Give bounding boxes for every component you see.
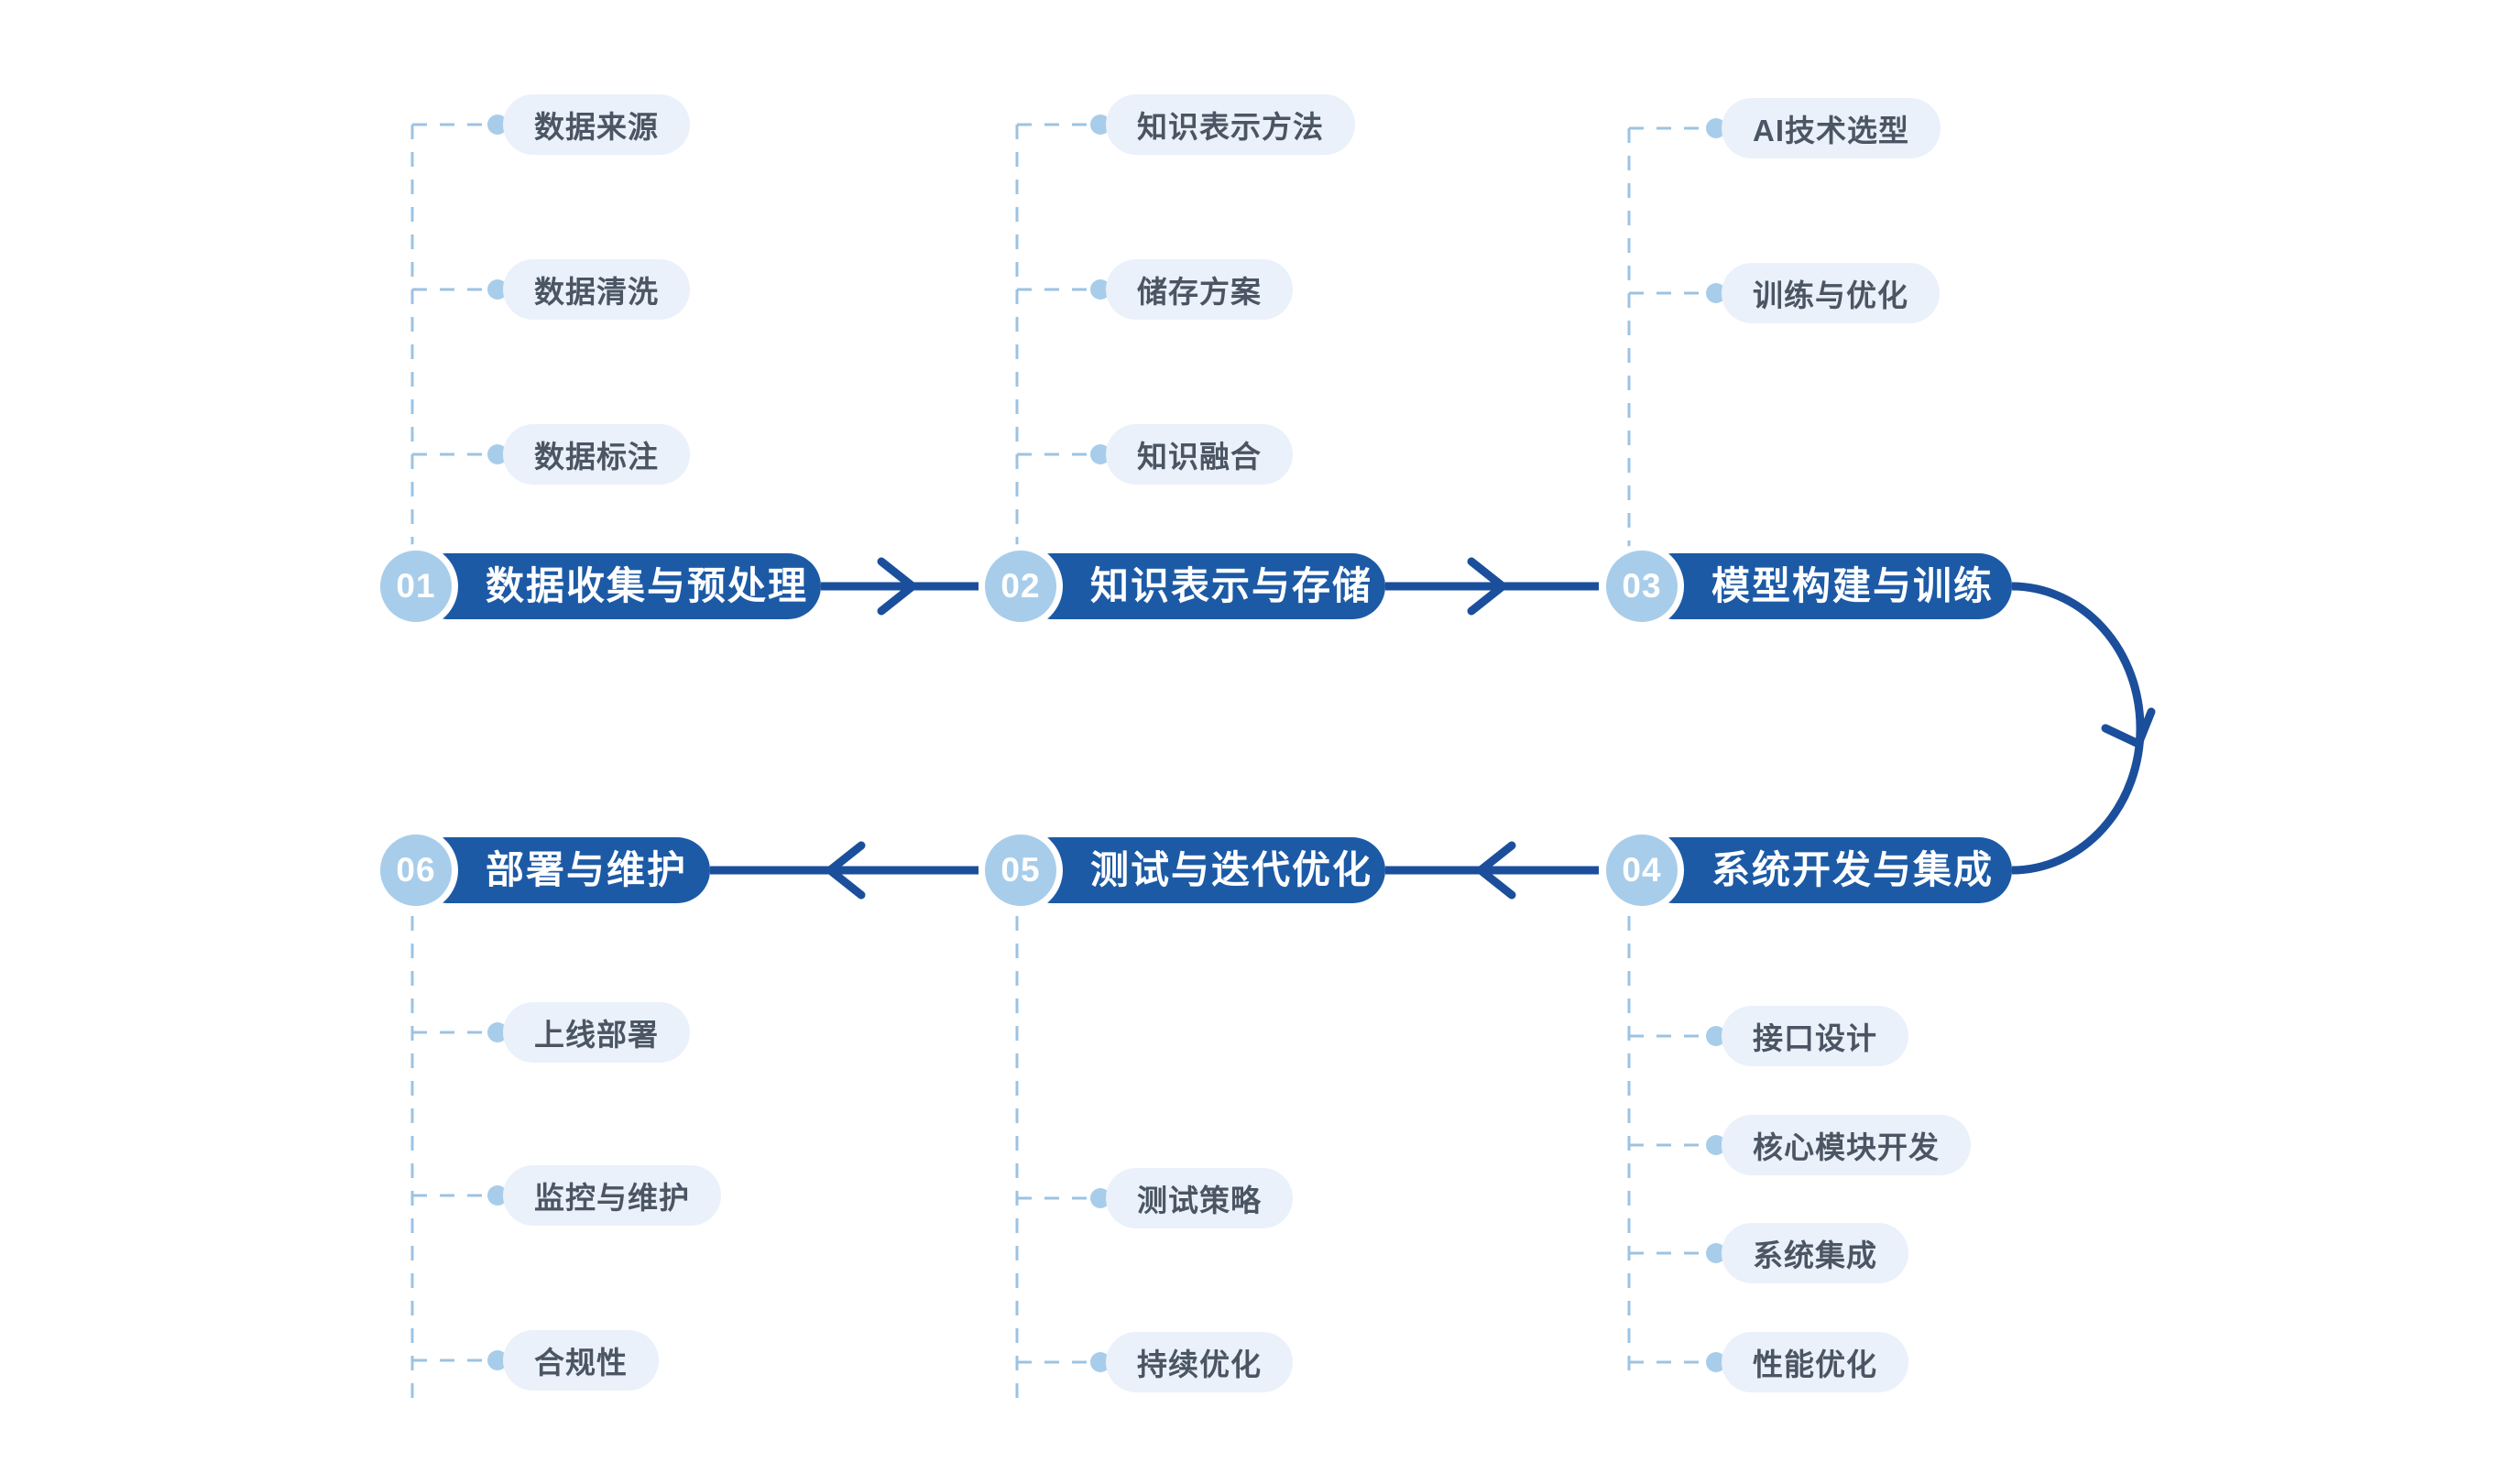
stage-number-badge: 01: [374, 544, 458, 628]
stage-number-badge: 02: [979, 544, 1063, 628]
sub-item-pill[interactable]: 数据来源: [503, 94, 690, 155]
sub-item-pill[interactable]: 储存方案: [1106, 259, 1293, 320]
sub-item-pill[interactable]: 监控与维护: [503, 1165, 721, 1226]
stage-number-badge: 06: [374, 828, 458, 912]
branch-dot: [487, 1022, 508, 1042]
sub-item-pill[interactable]: 合规性: [503, 1330, 659, 1391]
branch-dot: [1706, 1135, 1726, 1155]
stage-label: 模型构建与训练: [1711, 564, 1995, 607]
sub-item-pill[interactable]: 知识融合: [1106, 424, 1293, 485]
flow-arrowhead-02-03: [1467, 557, 1510, 616]
branch-dot: [1706, 1243, 1726, 1263]
branch-dot: [487, 444, 508, 464]
stage-bar-02[interactable]: 02 知识表示与存储: [979, 544, 1385, 628]
stage-label: 数据收集与预处理: [486, 564, 809, 607]
stage-number-badge: 05: [979, 828, 1063, 912]
sub-item-pill[interactable]: 性能优化: [1722, 1332, 1908, 1392]
stage-label: 系统开发与集成: [1711, 848, 1995, 891]
branch-dot: [1090, 115, 1110, 135]
sub-item-pill[interactable]: 系统集成: [1722, 1223, 1908, 1283]
stage-number-badge: 03: [1600, 544, 1684, 628]
stage-bar-01[interactable]: 01 数据收集与预处理: [374, 544, 821, 628]
branch-dot: [1090, 1352, 1110, 1372]
flow-arrowhead-01-02: [877, 557, 920, 616]
sub-item-pill[interactable]: 数据清洗: [503, 259, 690, 320]
sub-item-pill[interactable]: 持续优化: [1106, 1332, 1293, 1392]
branch-dot: [1090, 444, 1110, 464]
branch-dot: [1090, 279, 1110, 300]
flow-arrowhead-04-05: [1473, 841, 1516, 900]
flow-arrowhead-05-06: [823, 841, 866, 900]
sub-item-pill[interactable]: AI技术选型: [1722, 98, 1941, 158]
flow-curve-03-04: [2011, 582, 2145, 875]
sub-item-pill[interactable]: 上线部署: [503, 1002, 690, 1063]
stage-bar-05[interactable]: 05 测试与迭代优化: [979, 828, 1385, 912]
sub-item-pill[interactable]: 测试策略: [1106, 1168, 1293, 1228]
stage-label: 部署与维护: [486, 848, 688, 891]
branch-dot: [1706, 1352, 1726, 1372]
sub-item-pill[interactable]: 知识表示方法: [1106, 94, 1355, 155]
branch-dot: [487, 115, 508, 135]
stage-bar-06[interactable]: 06 部署与维护: [374, 828, 710, 912]
branch-dot: [487, 1350, 508, 1370]
branch-dot: [1090, 1188, 1110, 1208]
flow-arrowhead-03-04: [2101, 707, 2156, 750]
stage-bar-03[interactable]: 03 模型构建与训练: [1600, 544, 2012, 628]
branch-dot: [1706, 118, 1726, 138]
sub-item-pill[interactable]: 核心模块开发: [1722, 1115, 1971, 1175]
stage-bar-04[interactable]: 04 系统开发与集成: [1600, 828, 2012, 912]
sub-item-pill[interactable]: 接口设计: [1722, 1006, 1908, 1066]
branch-dot: [487, 279, 508, 300]
sub-item-pill[interactable]: 数据标注: [503, 424, 690, 485]
stage-label: 知识表示与存储: [1090, 564, 1373, 607]
branch-dot: [487, 1185, 508, 1206]
branch-dot: [1706, 283, 1726, 303]
branch-dot: [1706, 1026, 1726, 1046]
stage-label: 测试与迭代优化: [1090, 848, 1373, 891]
sub-item-pill[interactable]: 训练与优化: [1722, 263, 1940, 323]
stage-number-badge: 04: [1600, 828, 1684, 912]
